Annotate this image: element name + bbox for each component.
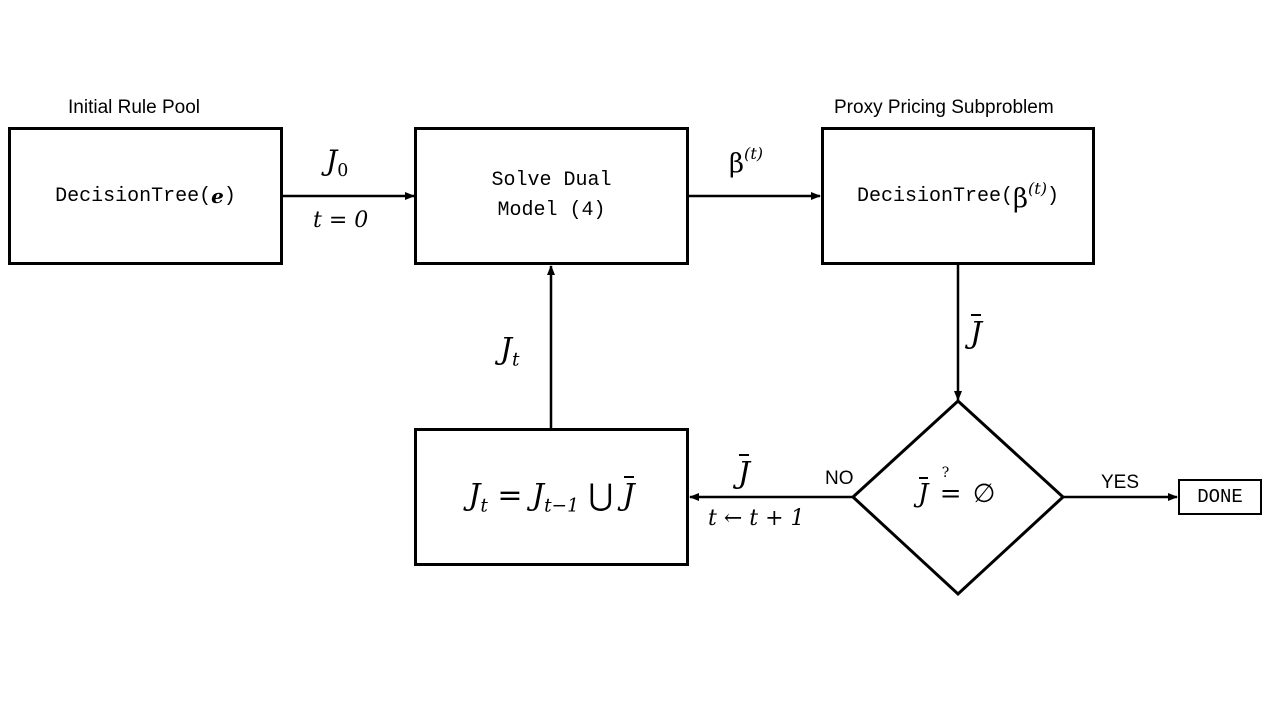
init-box-close: ) <box>223 184 236 208</box>
t-update-label: t ← t + 1 <box>708 506 805 531</box>
solve-line-2: Model (4) <box>497 199 606 222</box>
proxy-pricing-label: Proxy Pricing Subproblem <box>834 97 1054 118</box>
jt-label: Jt <box>500 332 520 371</box>
initial-rule-pool-label: Initial Rule Pool <box>68 97 201 118</box>
no-label: NO <box>825 468 854 489</box>
j0-label: J0 <box>326 144 349 182</box>
pricing-box-fn: DecisionTree( <box>856 184 1013 208</box>
pricing-box-close: ) <box>1047 184 1060 208</box>
pool-update-formula: Jt = Jt−1 ⋃ J <box>468 475 635 517</box>
decision-diamond <box>850 398 1066 597</box>
solve-dual-model-box: Solve Dual Model (4) <box>414 127 689 265</box>
solve-line-1: Solve Dual <box>491 169 612 192</box>
done-box: DONE <box>1178 479 1262 515</box>
done-label: DONE <box>1197 486 1243 508</box>
t-eq-0-label: t = 0 <box>313 208 369 233</box>
init-box-arg: e <box>211 184 224 208</box>
jbar-down-label: J <box>970 314 983 351</box>
pricing-box-beta: β(t) <box>1012 178 1048 214</box>
init-box-fn: DecisionTree( <box>55 184 212 208</box>
beta-t-label: β(t) <box>729 144 764 179</box>
proxy-pricing-box: DecisionTree(β(t)) <box>821 127 1095 265</box>
empty-test-formula: J ?= ∅ <box>918 465 996 509</box>
pool-update-box: Jt = Jt−1 ⋃ J <box>414 428 689 566</box>
yes-label: YES <box>1101 472 1140 493</box>
initial-rule-pool-box: DecisionTree(e) <box>8 127 283 265</box>
jbar-left-label: J <box>738 454 751 491</box>
